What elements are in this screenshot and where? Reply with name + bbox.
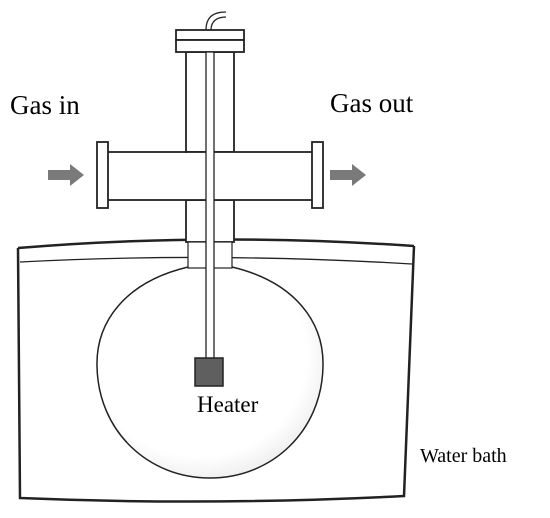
gas-in-label: Gas in (10, 90, 80, 120)
water-bath-label: Water bath (420, 445, 507, 467)
electrical-wires (205, 11, 227, 31)
heater-block (194, 357, 224, 387)
top-cap (175, 29, 245, 53)
heater-label: Heater (197, 392, 259, 417)
gas-out-label: Gas out (330, 88, 414, 118)
left-flange (96, 141, 109, 209)
heater-rod (205, 51, 215, 361)
right-flange (311, 141, 324, 209)
gas-out-arrow (330, 164, 366, 186)
gas-in-arrow (48, 164, 84, 186)
